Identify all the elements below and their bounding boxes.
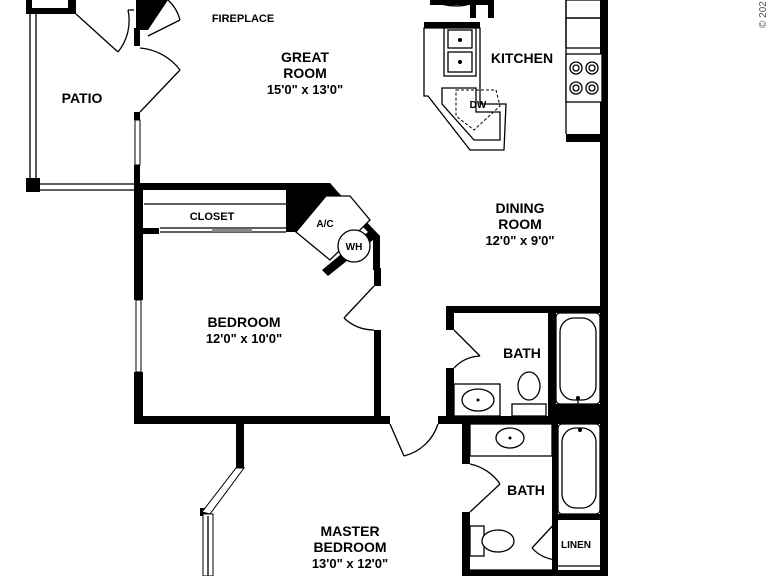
wall-segment [552, 514, 558, 576]
fireplace-block [136, 0, 168, 30]
walls [26, 0, 608, 576]
bath-1-label: BATH [503, 345, 541, 361]
wall-segment [446, 306, 454, 330]
wall-segment [446, 368, 454, 424]
wall-segment [236, 424, 244, 468]
patio-label: PATIO [62, 90, 103, 106]
wall-segment [424, 22, 480, 28]
wall-segment [430, 0, 492, 5]
wall-segment [374, 330, 381, 424]
wall-segment [552, 514, 608, 520]
wall-segment [462, 512, 470, 576]
windows [29, 0, 567, 576]
great-room-name-2: ROOM [283, 65, 327, 81]
copyright-text: © 202 [758, 1, 768, 28]
sink-2 [469, 423, 553, 457]
wall-segment [143, 228, 159, 234]
wall-segment [134, 165, 140, 195]
kitchen-label: KITCHEN [491, 50, 553, 66]
wall-segment [446, 306, 608, 313]
wall-segment [470, 0, 476, 18]
master-bedroom-size: 13'0" x 12'0" [312, 556, 388, 571]
toilet-2 [481, 529, 515, 553]
bathtub-2 [557, 423, 601, 515]
dishwasher-label: DW [470, 100, 487, 111]
wall-segment [134, 372, 143, 424]
wall-segment [548, 404, 608, 416]
dining-room-size: 12'0" x 9'0" [485, 233, 554, 248]
wall-segment [552, 424, 558, 514]
water-heater [337, 229, 371, 263]
wall-segment [600, 142, 608, 576]
doors [75, 0, 559, 561]
wall-segment [134, 112, 140, 120]
fixtures [295, 0, 603, 571]
wall-segment [462, 424, 470, 464]
stove [565, 53, 603, 103]
bathtub-1 [555, 312, 601, 405]
wall-segment [26, 0, 32, 14]
linen-label: LINEN [561, 540, 591, 551]
fireplace-label: FIREPLACE [212, 13, 274, 25]
closet-label: CLOSET [190, 211, 235, 223]
bedroom-name: BEDROOM [207, 314, 280, 330]
great-room-size: 15'0" x 13'0" [267, 82, 343, 97]
wall-segment [446, 416, 608, 424]
wall-segment [548, 313, 556, 416]
wall-segment [26, 8, 76, 14]
great-room-name-1: GREAT [281, 49, 329, 65]
master-bedroom-name-2: BEDROOM [313, 539, 386, 555]
wall-segment [134, 183, 330, 190]
wall-segment [462, 570, 608, 576]
master-bedroom-name-1: MASTER [320, 523, 379, 539]
toilet-tank-1 [511, 403, 547, 417]
room-labels: FIREPLACE GREAT ROOM 15'0" x 13'0" PATIO… [62, 1, 768, 571]
wall-segment [134, 416, 390, 424]
wall-segment [134, 28, 140, 46]
wall-segment [68, 0, 76, 14]
ac-label: A/C [316, 219, 333, 230]
water-heater-label: WH [346, 242, 363, 253]
wall-segment [134, 190, 143, 300]
dining-room-name-2: ROOM [498, 216, 542, 232]
wall-segment [600, 0, 608, 142]
wall-segment [566, 134, 606, 142]
wall-segment [488, 0, 494, 18]
patio-post [26, 178, 40, 192]
dining-room-name-1: DINING [496, 200, 545, 216]
wall-segment [374, 268, 381, 286]
bedroom-size: 12'0" x 10'0" [206, 331, 282, 346]
bath-2-label: BATH [507, 482, 545, 498]
toilet-1 [517, 371, 541, 401]
ac-closet-wall [286, 183, 336, 232]
